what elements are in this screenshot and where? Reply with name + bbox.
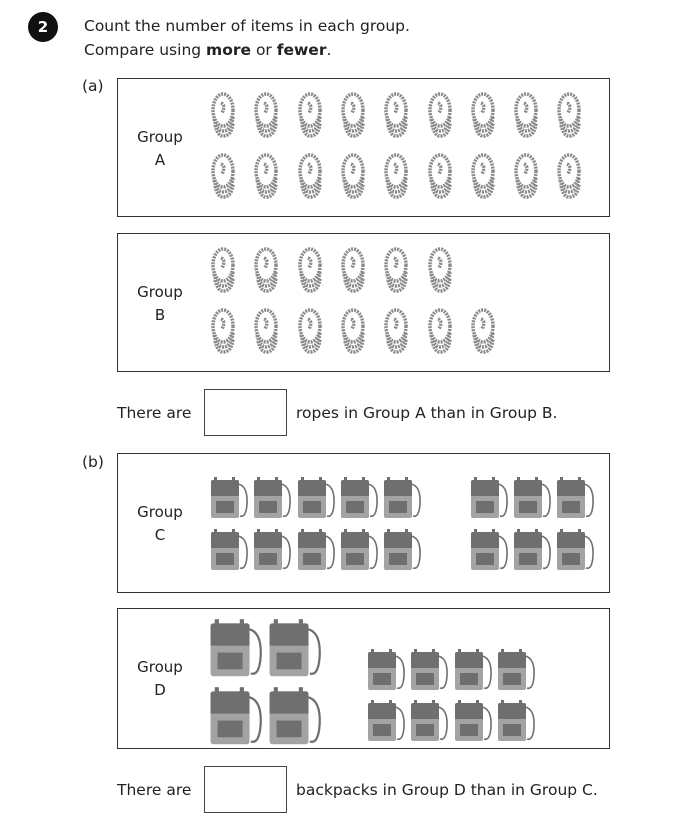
backpack-icon	[497, 700, 535, 741]
rope-icon	[471, 92, 495, 138]
rope-icon	[254, 153, 279, 199]
rope-icon	[557, 92, 582, 138]
group-letter: D	[154, 681, 166, 699]
backpack-icon	[454, 649, 492, 690]
group-letter: A	[154, 151, 166, 169]
rope-icon	[211, 92, 235, 138]
rope-icon	[254, 92, 279, 138]
backpack-icon	[211, 477, 248, 518]
rope-icon	[427, 153, 452, 199]
sentence-b-suffix: backpacks in Group D than in Group C.	[296, 781, 598, 799]
sentence-b-prefix: There are	[117, 781, 192, 799]
group-word: Group	[137, 283, 183, 301]
rope-icon	[297, 308, 322, 354]
group-b-box	[117, 233, 610, 372]
backpack-icon	[210, 687, 262, 745]
rope-icon	[427, 308, 452, 354]
rope-icon	[384, 247, 408, 293]
rope-icon	[254, 308, 279, 354]
instruction-text: .	[326, 41, 332, 59]
rope-icon	[384, 92, 408, 138]
backpack-icon	[454, 700, 492, 741]
rope-icon	[514, 153, 538, 199]
rope-icon	[514, 92, 538, 138]
group-letter: C	[154, 526, 166, 544]
group-word: Group	[137, 128, 183, 146]
backpack-icon	[384, 529, 421, 570]
backpack-icon	[254, 529, 291, 570]
rope-icon	[211, 247, 235, 293]
rope-icon	[341, 247, 365, 293]
keyword-more: more	[206, 41, 252, 59]
backpack-icon	[497, 649, 535, 690]
rope-icon	[297, 92, 322, 138]
backpack-icon	[514, 529, 551, 570]
sentence-a-suffix: ropes in Group A than in Group B.	[296, 404, 558, 422]
part-a-label: (a)	[82, 77, 104, 95]
backpack-icon	[210, 619, 262, 677]
backpack-icon	[269, 687, 321, 745]
rope-icon	[341, 308, 365, 354]
backpack-icon	[557, 477, 594, 518]
rope-icon	[341, 153, 365, 199]
rope-icon	[471, 308, 495, 354]
instruction-line-2: Compare using more or fewer.	[84, 38, 331, 62]
group-word: Group	[137, 503, 183, 521]
rope-icon	[427, 92, 452, 138]
instruction-line-1: Count the number of items in each group.	[84, 17, 410, 35]
group-letter: B	[154, 306, 166, 324]
backpack-icon	[368, 649, 405, 690]
rope-icon	[211, 153, 235, 199]
rope-icon	[341, 92, 365, 138]
rope-icon	[557, 153, 582, 199]
answer-box-a[interactable]	[204, 389, 287, 436]
rope-icon	[297, 247, 322, 293]
part-b-label: (b)	[82, 453, 104, 471]
instruction-text: Compare using	[84, 41, 207, 59]
backpack-icon	[411, 649, 449, 690]
rope-icon	[254, 247, 279, 293]
backpack-icon	[298, 477, 335, 518]
rope-icon	[384, 308, 408, 354]
instruction-text: or	[251, 41, 277, 59]
backpack-icon	[384, 477, 421, 518]
sentence-a-prefix: There are	[117, 404, 192, 422]
backpack-icon	[254, 477, 291, 518]
group-a-box	[117, 78, 610, 217]
backpack-icon	[341, 477, 378, 518]
rope-icon	[297, 153, 322, 199]
rope-icon	[211, 308, 235, 354]
answer-box-b[interactable]	[204, 766, 287, 813]
group-c-box	[117, 453, 610, 593]
backpack-icon	[341, 529, 378, 570]
backpack-icon	[211, 529, 248, 570]
group-d-box	[117, 608, 610, 749]
backpack-icon	[411, 700, 449, 741]
backpack-icon	[471, 529, 508, 570]
rope-icon	[427, 247, 452, 293]
rope-icon	[384, 153, 408, 199]
question-number-badge: 2	[28, 12, 58, 42]
backpack-icon	[514, 477, 551, 518]
backpack-icon	[471, 477, 508, 518]
rope-icon	[471, 153, 495, 199]
backpack-icon	[557, 529, 594, 570]
keyword-fewer: fewer	[276, 41, 327, 59]
group-word: Group	[137, 658, 183, 676]
backpack-icon	[298, 529, 335, 570]
backpack-icon	[269, 619, 321, 677]
backpack-icon	[368, 700, 405, 741]
